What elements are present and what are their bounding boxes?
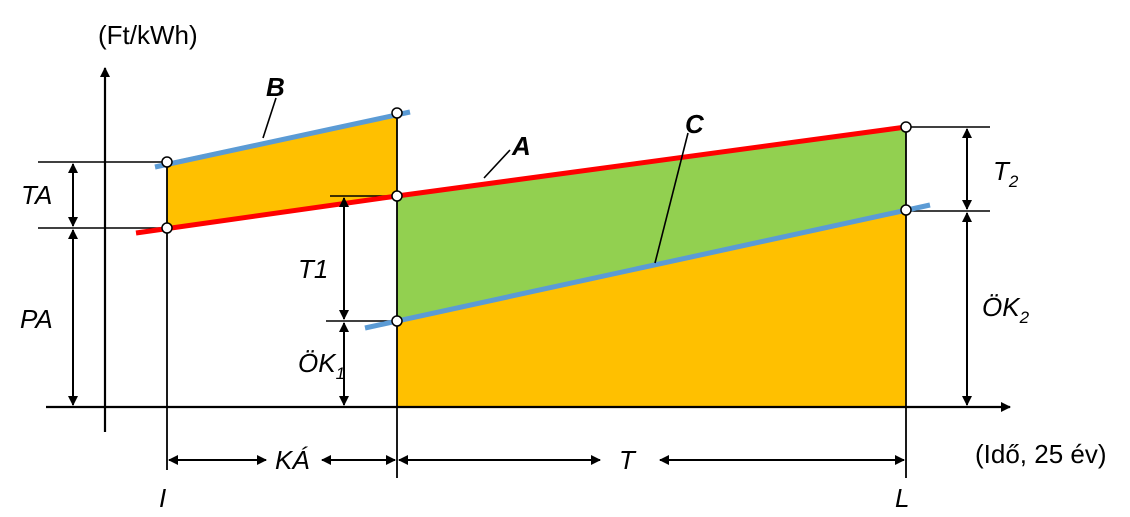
- line-c: [364, 202, 931, 331]
- line-b-label: B: [266, 72, 285, 102]
- ok1-label: ÖK1: [298, 348, 345, 383]
- green-region: [397, 127, 906, 321]
- point-b-end: [391, 107, 403, 119]
- point-b-start: [161, 156, 173, 168]
- pa-label: PA: [20, 304, 53, 334]
- line-a-label: A: [511, 131, 531, 161]
- ta-label: TA: [21, 180, 52, 210]
- l-label: L: [895, 483, 909, 513]
- point-c-start: [391, 315, 403, 327]
- t-label: T: [619, 445, 637, 475]
- point-c-end: [900, 204, 912, 216]
- line-b: [154, 109, 411, 170]
- line-a-left: [135, 193, 398, 236]
- i-label: I: [159, 483, 166, 513]
- y-axis-unit-label: (Ft/kWh): [98, 20, 198, 50]
- leader-b: [262, 97, 277, 139]
- t1-label: T1: [298, 254, 328, 284]
- line-a-right: [396, 124, 907, 199]
- leader-a: [483, 149, 511, 179]
- point-a-mid: [391, 190, 403, 202]
- point-a-start: [161, 222, 173, 234]
- ok2-label: ÖK2: [982, 292, 1030, 327]
- x-axis-unit-label: (Idő, 25 év): [975, 439, 1107, 469]
- leader-c: [654, 132, 689, 264]
- t2-label: T2: [993, 156, 1019, 191]
- line-c-label: C: [685, 109, 705, 139]
- point-a-end: [900, 121, 912, 133]
- ka-label: KÁ: [275, 445, 310, 475]
- orange-region-right: [397, 210, 906, 407]
